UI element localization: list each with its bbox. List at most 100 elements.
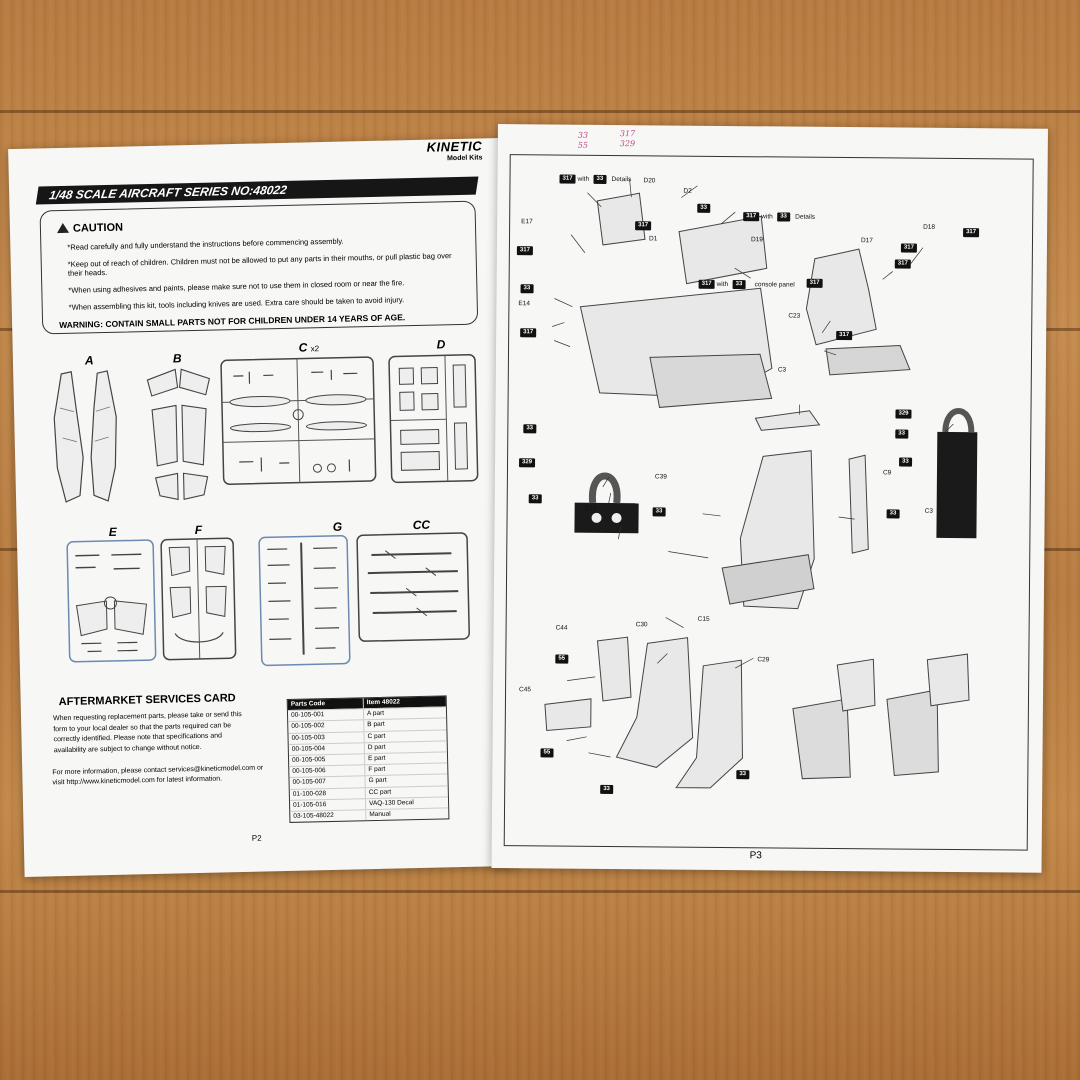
table-cell: Manual: [369, 810, 391, 819]
console-panel-label: console panel: [754, 281, 795, 289]
fuselage-parts-b-illustration: [146, 368, 211, 501]
sprue-letter-a: A: [84, 353, 94, 368]
aftermarket-text: When requesting replacement parts, pleas…: [52, 711, 242, 754]
part-tag: 317: [635, 221, 652, 231]
caution-line: *When using adhesives and paints, please…: [68, 278, 405, 295]
table-cell: C part: [367, 732, 386, 740]
part-label: D20: [643, 177, 656, 185]
with-label: with: [716, 280, 729, 289]
part-label: D18: [923, 223, 936, 231]
sprue-c-illustration: [220, 356, 377, 485]
part-label: D17: [860, 237, 873, 245]
small-parts-warning: WARNING: CONTAIN SMALL PARTS NOT FOR CHI…: [59, 312, 406, 331]
part-tag: 33: [732, 280, 746, 290]
sprue-letter-d: D: [436, 337, 446, 352]
caution-box: CAUTION *Read carefully and fully unders…: [39, 200, 479, 335]
part-tag: 317: [516, 246, 533, 256]
series-title: 1/48 SCALE AIRCRAFT SERIES NO:48022: [35, 176, 479, 205]
aftermarket-title: AFTERMARKET SERVICES CARD: [58, 692, 236, 709]
part-tag: 33: [886, 509, 900, 519]
table-cell: CC part: [368, 788, 392, 796]
sprue-letter-b: B: [172, 351, 182, 366]
part-tag: 33: [520, 284, 534, 294]
handwritten-note: 33: [577, 130, 589, 140]
part-label: C30: [635, 621, 648, 629]
part-tag: 33: [528, 494, 542, 504]
handwritten-note: 55: [577, 140, 589, 150]
table-cell: A part: [366, 709, 385, 718]
caution-line: *Read carefully and fully understand the…: [67, 236, 344, 252]
part-label: C29: [757, 656, 770, 664]
table-cell: 00-105-004: [288, 742, 365, 755]
table-cell: 00-105-001: [287, 709, 365, 722]
table-cell: E part: [367, 754, 386, 763]
part-tag: 317: [963, 228, 980, 238]
table-cell: 00-105-006: [289, 765, 366, 778]
part-tag: 55: [555, 654, 569, 664]
sprue-f-illustration: [160, 537, 237, 661]
part-label: C45: [519, 686, 532, 694]
table-header-cell: Parts Code: [287, 698, 364, 711]
part-label: C15: [697, 615, 710, 623]
warning-triangle-icon: [56, 222, 70, 234]
part-label: E14: [518, 300, 531, 308]
sprue-e-illustration: [66, 539, 157, 663]
caution-line: *When assembling this kit, tools includi…: [68, 295, 405, 312]
sprue-letter-f: F: [194, 522, 203, 538]
table-cell: 00-105-007: [289, 776, 366, 789]
table-cell: 00-105-003: [288, 731, 365, 744]
sprue-letter-g: G: [332, 519, 343, 534]
table-cell: 00-105-002: [288, 720, 365, 733]
part-tag: 317: [559, 174, 576, 184]
table-cell: 00-105-005: [288, 754, 366, 767]
part-tag: 33: [777, 212, 790, 222]
sprue-letter-c: C x2: [299, 340, 320, 354]
caution-title: CAUTION: [72, 221, 124, 235]
part-tag: 317: [894, 259, 911, 269]
table-cell: F part: [368, 765, 386, 774]
part-label: D2: [683, 187, 692, 195]
table-cell: 01-105-016: [289, 798, 367, 811]
part-label: C3: [924, 507, 933, 515]
part-tag: 33: [736, 770, 750, 780]
table-cell: 03-105-48022: [290, 810, 367, 822]
part-label: C15: [584, 504, 597, 512]
sprue-cc-illustration: [356, 532, 470, 642]
table-cell: 01-100-028: [289, 787, 366, 800]
part-tag: 329: [895, 409, 912, 419]
part-tag: 33: [523, 424, 537, 434]
with-label: with: [761, 213, 773, 221]
part-label: C23: [788, 312, 801, 320]
part-tag: 329: [519, 458, 536, 468]
table-cell: B part: [367, 721, 385, 729]
part-tag: 317: [806, 278, 823, 288]
part-tag: 317: [698, 279, 715, 289]
caution-heading: CAUTION: [56, 214, 461, 235]
handwritten-note: 329: [619, 139, 636, 149]
part-label: E17: [521, 218, 533, 226]
part-label: C44: [555, 624, 568, 632]
right-page: 33 317 55 329: [491, 124, 1048, 873]
aftermarket-contact: For more information, please contact ser…: [52, 764, 264, 787]
sprue-letter-cc: CC: [412, 517, 431, 533]
page-number-right: P3: [749, 850, 762, 862]
table-cell: D part: [367, 743, 386, 751]
part-label: C3: [777, 366, 787, 374]
part-label: C39: [654, 473, 667, 481]
sprue-c-quantity: x2: [310, 344, 320, 354]
sprue-g-illustration: [258, 534, 351, 667]
with-label: with: [577, 175, 590, 183]
part-label: C9: [882, 469, 892, 477]
handwritten-note: 317: [619, 129, 636, 139]
table-cell: VAQ-130 Decal: [368, 798, 414, 807]
part-tag: 317: [900, 243, 917, 253]
left-page: KINETIC Model Kits 1/48 SCALE AIRCRAFT S…: [8, 138, 517, 877]
part-tag: 33: [899, 457, 912, 467]
table-cell: G part: [368, 777, 387, 785]
assembly-diagram: [544, 179, 978, 789]
part-tag: 33: [895, 429, 909, 439]
page-number-left: P2: [251, 833, 262, 843]
part-tag: 317: [743, 212, 760, 222]
part-tag: 317: [836, 330, 853, 341]
